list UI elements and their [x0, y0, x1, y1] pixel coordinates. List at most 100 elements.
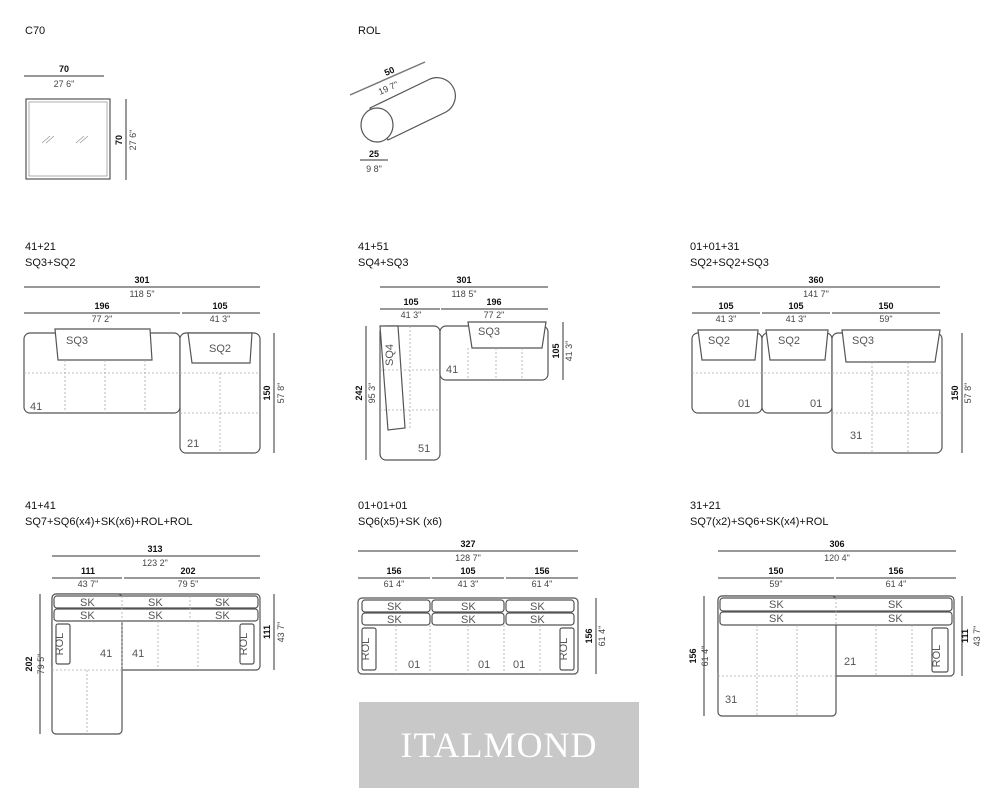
svg-text:31: 31 [850, 430, 862, 442]
svg-text:41: 41 [100, 648, 112, 660]
svg-text:128 7": 128 7" [455, 553, 481, 563]
svg-text:ROL: ROL [54, 633, 66, 656]
c70-depth: 70 [114, 135, 124, 145]
config-4-code: 41+41 [25, 500, 56, 512]
svg-text:150: 150 [950, 385, 960, 400]
svg-text:313: 313 [147, 544, 162, 554]
svg-text:SK: SK [461, 601, 476, 613]
config-5-drawing: 327 128 7" 156 61 4" 105 41 3" 156 61 4"… [357, 539, 607, 675]
svg-text:327: 327 [460, 539, 475, 549]
svg-text:41 3": 41 3" [401, 310, 422, 320]
svg-text:31: 31 [725, 694, 737, 706]
svg-text:43 7": 43 7" [276, 622, 286, 643]
svg-text:SK: SK [888, 613, 903, 625]
svg-text:41: 41 [132, 648, 144, 660]
c70-title: C70 [25, 25, 46, 37]
svg-text:SQ3: SQ3 [852, 335, 874, 347]
config-2-drawing: 301 118 5" 105 41 3" 196 77 2" SQ3 SQ4 4… [354, 275, 574, 461]
config-2-desc: SQ4+SQ3 [358, 257, 409, 269]
svg-text:SK: SK [387, 614, 402, 626]
svg-text:111: 111 [960, 629, 970, 643]
config-3-code: 01+01+31 [690, 241, 740, 253]
svg-text:150: 150 [878, 301, 893, 311]
svg-text:202: 202 [24, 656, 34, 671]
svg-text:SK: SK [461, 614, 476, 626]
svg-text:SK: SK [387, 601, 402, 613]
svg-text:01: 01 [810, 398, 822, 410]
svg-text:118 5": 118 5" [451, 289, 476, 299]
svg-text:61 4": 61 4" [886, 579, 907, 589]
svg-text:57 8": 57 8" [276, 383, 286, 404]
svg-text:ROL: ROL [238, 633, 250, 656]
svg-text:21: 21 [844, 656, 856, 668]
svg-text:SQ3: SQ3 [478, 326, 500, 338]
svg-text:21: 21 [187, 438, 199, 450]
svg-text:SK: SK [148, 597, 163, 609]
svg-text:196: 196 [486, 297, 501, 307]
svg-text:59": 59" [879, 314, 892, 324]
svg-text:SK: SK [80, 597, 95, 609]
config-3-drawing: 360 141 7" 105 41 3" 105 41 3" 150 59" S… [691, 275, 973, 454]
config-5-code: 01+01+01 [358, 500, 408, 512]
config-2-code: 41+51 [358, 241, 389, 253]
svg-text:SK: SK [215, 597, 230, 609]
svg-text:141 7": 141 7" [803, 289, 829, 299]
svg-text:ROL: ROL [931, 645, 943, 668]
svg-text:41 3": 41 3" [458, 579, 479, 589]
svg-text:SQ3: SQ3 [66, 335, 88, 347]
svg-text:61 4": 61 4" [384, 579, 405, 589]
svg-text:111: 111 [81, 566, 95, 576]
svg-text:156: 156 [584, 628, 594, 643]
svg-text:SK: SK [148, 610, 163, 622]
config-6-desc: SQ7(x2)+SQ6+SK(x4)+ROL [690, 516, 829, 528]
rol-length: 50 [383, 65, 396, 78]
svg-text:150: 150 [262, 385, 272, 400]
rol-title: ROL [358, 25, 381, 37]
svg-text:43 7": 43 7" [78, 579, 99, 589]
config-3-desc: SQ2+SQ2+SQ3 [690, 257, 769, 269]
svg-text:SQ2: SQ2 [209, 343, 231, 355]
rol-cushion-drawing: 50 19 7" 25 9 8" [349, 61, 456, 174]
svg-text:105: 105 [403, 297, 418, 307]
rol-diameter: 25 [369, 149, 379, 159]
svg-text:SQ4: SQ4 [384, 344, 396, 366]
svg-text:95 3": 95 3" [367, 383, 377, 404]
svg-text:105: 105 [788, 301, 803, 311]
config-1-drawing: 301 118 5" 196 77 2" 105 41 3" SQ3 SQ2 4… [23, 275, 286, 454]
svg-text:41: 41 [446, 364, 458, 376]
svg-text:77 2": 77 2" [92, 314, 113, 324]
svg-text:SK: SK [530, 614, 545, 626]
svg-text:01: 01 [738, 398, 750, 410]
svg-text:150: 150 [768, 566, 783, 576]
config-6-drawing: 306 120 4" 150 59" 156 61 4" SK SK SK SK… [688, 539, 982, 717]
config-1-total-in: 118 5" [129, 289, 154, 299]
svg-text:156: 156 [534, 566, 549, 576]
config-6-code: 31+21 [690, 500, 721, 512]
svg-text:196: 196 [94, 301, 109, 311]
svg-text:ROL: ROL [558, 638, 570, 661]
c70-width: 70 [59, 64, 69, 74]
svg-text:SQ2: SQ2 [708, 335, 730, 347]
svg-text:SK: SK [769, 599, 784, 611]
c70-table-drawing: 70 27 6" 70 27 6" [24, 64, 138, 180]
svg-text:41 3": 41 3" [786, 314, 807, 324]
svg-text:306: 306 [829, 539, 844, 549]
svg-text:41 3": 41 3" [716, 314, 737, 324]
svg-text:57 8": 57 8" [963, 383, 973, 404]
svg-text:ROL: ROL [360, 638, 372, 661]
svg-text:156: 156 [688, 648, 698, 663]
svg-text:301: 301 [456, 275, 471, 285]
svg-text:SK: SK [530, 601, 545, 613]
svg-text:61 4": 61 4" [700, 646, 710, 667]
config-4-desc: SQ7+SQ6(x4)+SK(x6)+ROL+ROL [25, 516, 193, 528]
svg-text:SK: SK [888, 599, 903, 611]
svg-text:242: 242 [354, 385, 364, 400]
watermark-text: ITALMOND [400, 725, 598, 765]
svg-text:59": 59" [769, 579, 782, 589]
svg-text:41: 41 [30, 401, 42, 413]
svg-text:61 4": 61 4" [597, 626, 607, 647]
svg-text:01: 01 [408, 659, 420, 671]
rol-diameter-in: 9 8" [366, 164, 382, 174]
svg-text:111: 111 [262, 625, 272, 639]
